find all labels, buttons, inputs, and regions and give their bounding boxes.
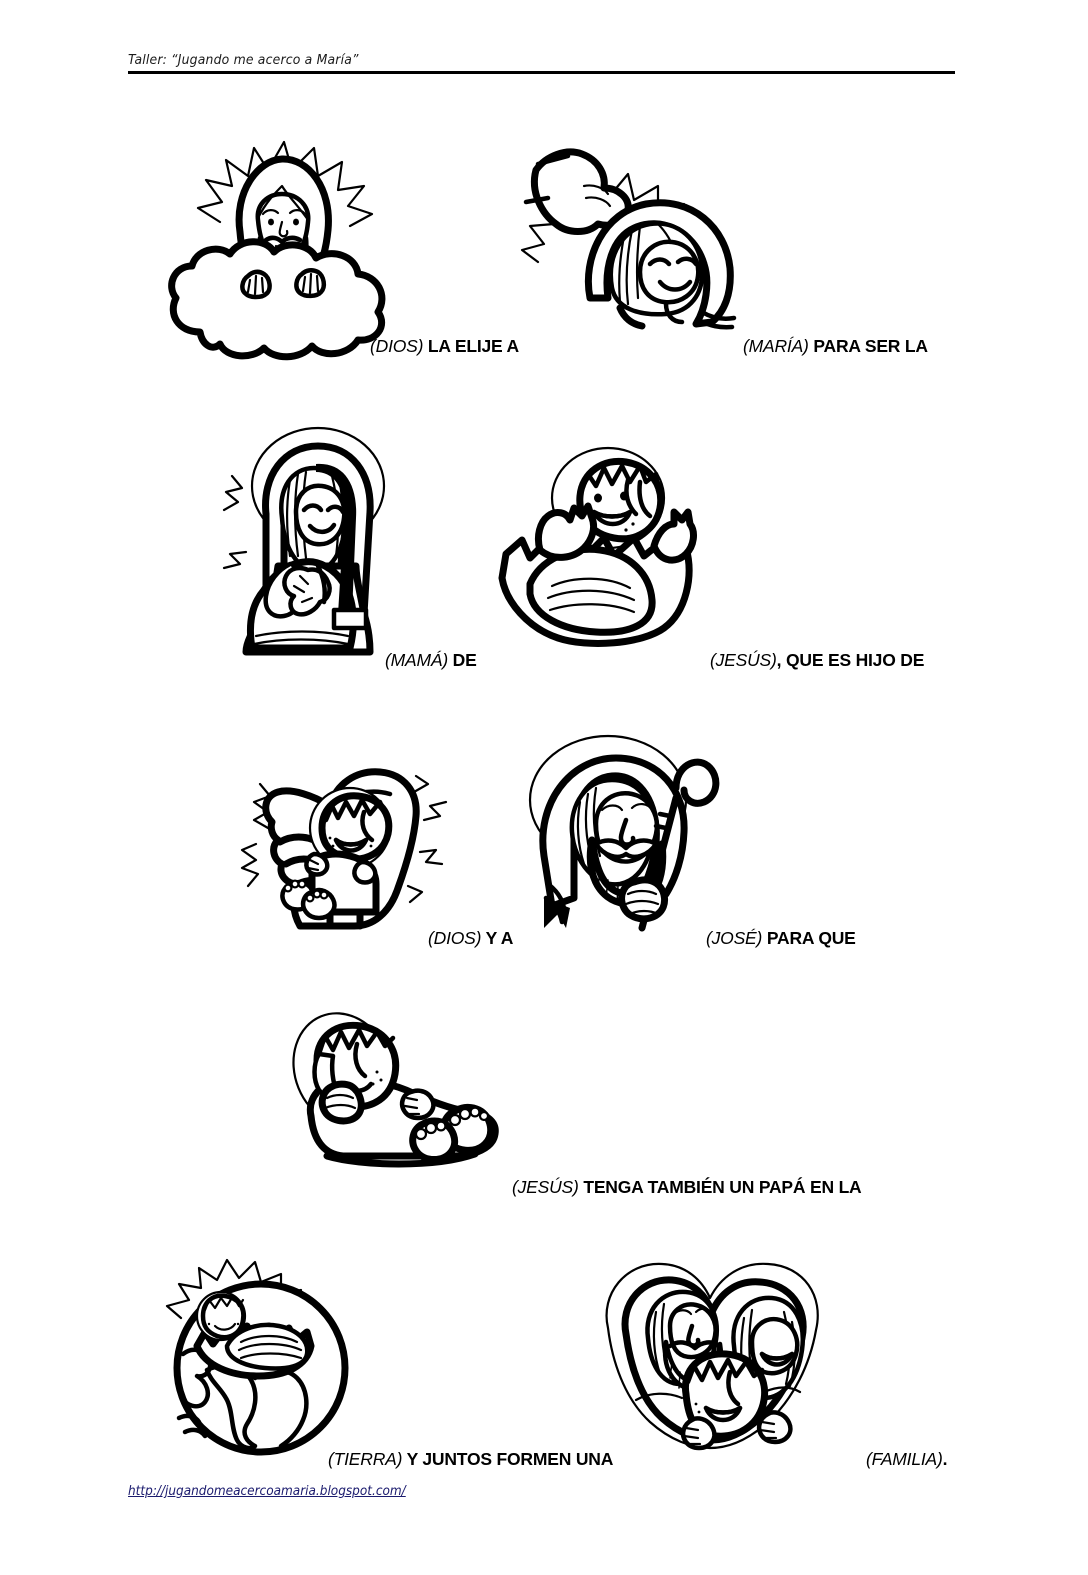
hand-pointing-at-mary-illustration (520, 112, 750, 332)
caption-row1-left: (DIOS) LA ELIJE A (370, 336, 519, 357)
caption-text: DE (447, 650, 477, 670)
baby-jesus-in-manger-illustration (478, 436, 703, 647)
caption-row4: (JESÚS) TENGA TAMBIÉN UN PAPÁ EN LA (512, 1177, 862, 1198)
caption-row3-left: (DIOS) Y A (428, 928, 513, 949)
saint-joseph-with-staff-illustration (500, 728, 720, 933)
caption-tag: (DIOS) (428, 928, 482, 948)
holy-family-heart-illustration (588, 1242, 823, 1457)
page-footer: http://jugandomeacercoamaria.blogspot.co… (128, 1482, 427, 1500)
caption-row5-left: (TIERRA) Y JUNTOS FORMEN UNA (328, 1449, 613, 1470)
earth-with-nativity-illustration (155, 1250, 370, 1456)
caption-tag: (TIERRA) (328, 1449, 403, 1469)
god-on-cloud-illustration (162, 104, 402, 361)
caption-text: TENGA TAMBIÉN UN PAPÁ EN LA (578, 1177, 862, 1197)
blog-url-link[interactable]: http://jugandomeacercoamaria.blogspot.co… (128, 1484, 406, 1499)
gods-hand-holding-baby-illustration (238, 736, 453, 931)
caption-text: . (942, 1449, 948, 1469)
header-divider (128, 71, 955, 74)
page-header: Taller: “Jugando me acerco a María” (128, 52, 955, 74)
pregnant-mary-illustration (222, 418, 422, 656)
caption-tag: (MARÍA) (743, 336, 809, 356)
caption-tag: (JOSÉ) (706, 928, 763, 948)
caption-text: Y A (481, 928, 514, 948)
caption-row5-right: (FAMILIA). (866, 1449, 947, 1470)
caption-row3-right: (JOSÉ) PARA QUE (706, 928, 856, 949)
caption-text: Y JUNTOS FORMEN UNA (402, 1449, 614, 1469)
page-title: Taller: “Jugando me acerco a María” (128, 52, 359, 68)
caption-tag: (FAMILIA) (866, 1449, 943, 1469)
caption-row2-left: (MAMÁ) DE (385, 650, 477, 671)
caption-tag: (JESÚS) (710, 650, 777, 670)
baby-jesus-lying-down-illustration (275, 998, 525, 1173)
caption-tag: (DIOS) (370, 336, 424, 356)
caption-text: PARA QUE (762, 928, 856, 948)
caption-tag: (JESÚS) (512, 1177, 579, 1197)
caption-row1-right: (MARÍA) PARA SER LA (743, 336, 928, 357)
caption-text: PARA SER LA (808, 336, 928, 356)
caption-tag: (MAMÁ) (385, 650, 448, 670)
caption-text: , QUE ES HIJO DE (776, 650, 925, 670)
caption-text: LA ELIJE A (423, 336, 519, 356)
caption-row2-right: (JESÚS), QUE ES HIJO DE (710, 650, 924, 671)
